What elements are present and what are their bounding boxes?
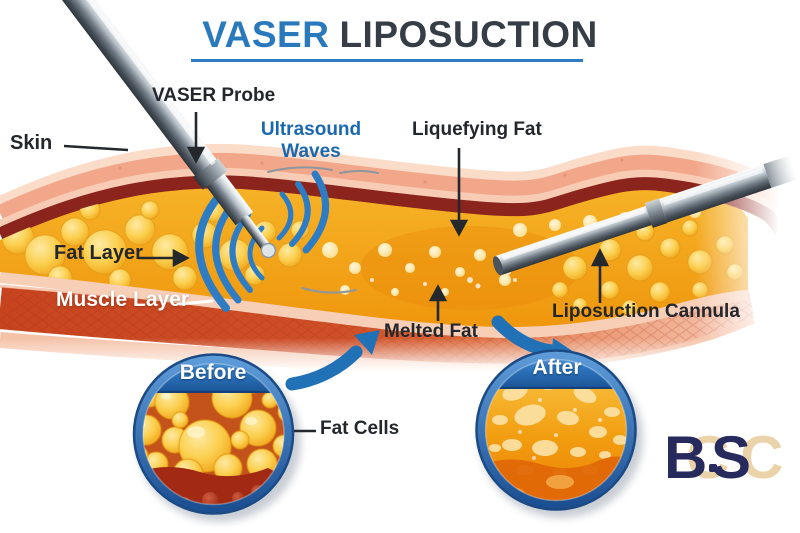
after-inset	[475, 349, 643, 518]
cannula-opening	[493, 256, 503, 276]
clinic-logo: C C B S	[664, 428, 800, 492]
label-fat-cells: Fat Cells	[320, 418, 400, 439]
tissue-bottom-fade	[0, 338, 800, 380]
label-muscle-layer: Muscle Layer	[56, 288, 190, 311]
logo-letter-b: B	[664, 424, 708, 491]
title-rest: LIPOSUCTION	[339, 14, 598, 55]
title-underline	[191, 59, 583, 62]
probe-tip	[260, 242, 277, 259]
logo-dot	[709, 464, 717, 472]
after-banner-label: After	[532, 356, 582, 379]
label-skin: Skin	[10, 132, 53, 154]
label-vaser-probe: VASER Probe	[152, 85, 276, 106]
label-liposuction-cannula: Liposuction Cannula	[552, 301, 740, 322]
label-liquefying-fat: Liquefying Fat	[412, 119, 542, 140]
tissue-right-fade	[695, 110, 800, 355]
label-ultrasound-waves: Ultrasound Waves	[260, 119, 362, 162]
liposuction-cannula-graphic	[493, 155, 798, 276]
label-melted-fat: Melted Fat	[384, 321, 478, 342]
vaser-probe-graphic	[56, 0, 277, 259]
logo-letter-s: S	[711, 424, 752, 491]
logo-letter-c1: C	[686, 424, 730, 491]
logo-letter-c2: C	[740, 424, 784, 491]
before-inset	[132, 353, 301, 522]
flow-arrow-before-to-melted	[285, 330, 380, 391]
label-fat-layer: Fat Layer	[54, 242, 143, 264]
tissue-cross-section	[0, 143, 787, 373]
title-brand: VASER	[202, 14, 330, 55]
before-banner-label: Before	[179, 361, 247, 384]
